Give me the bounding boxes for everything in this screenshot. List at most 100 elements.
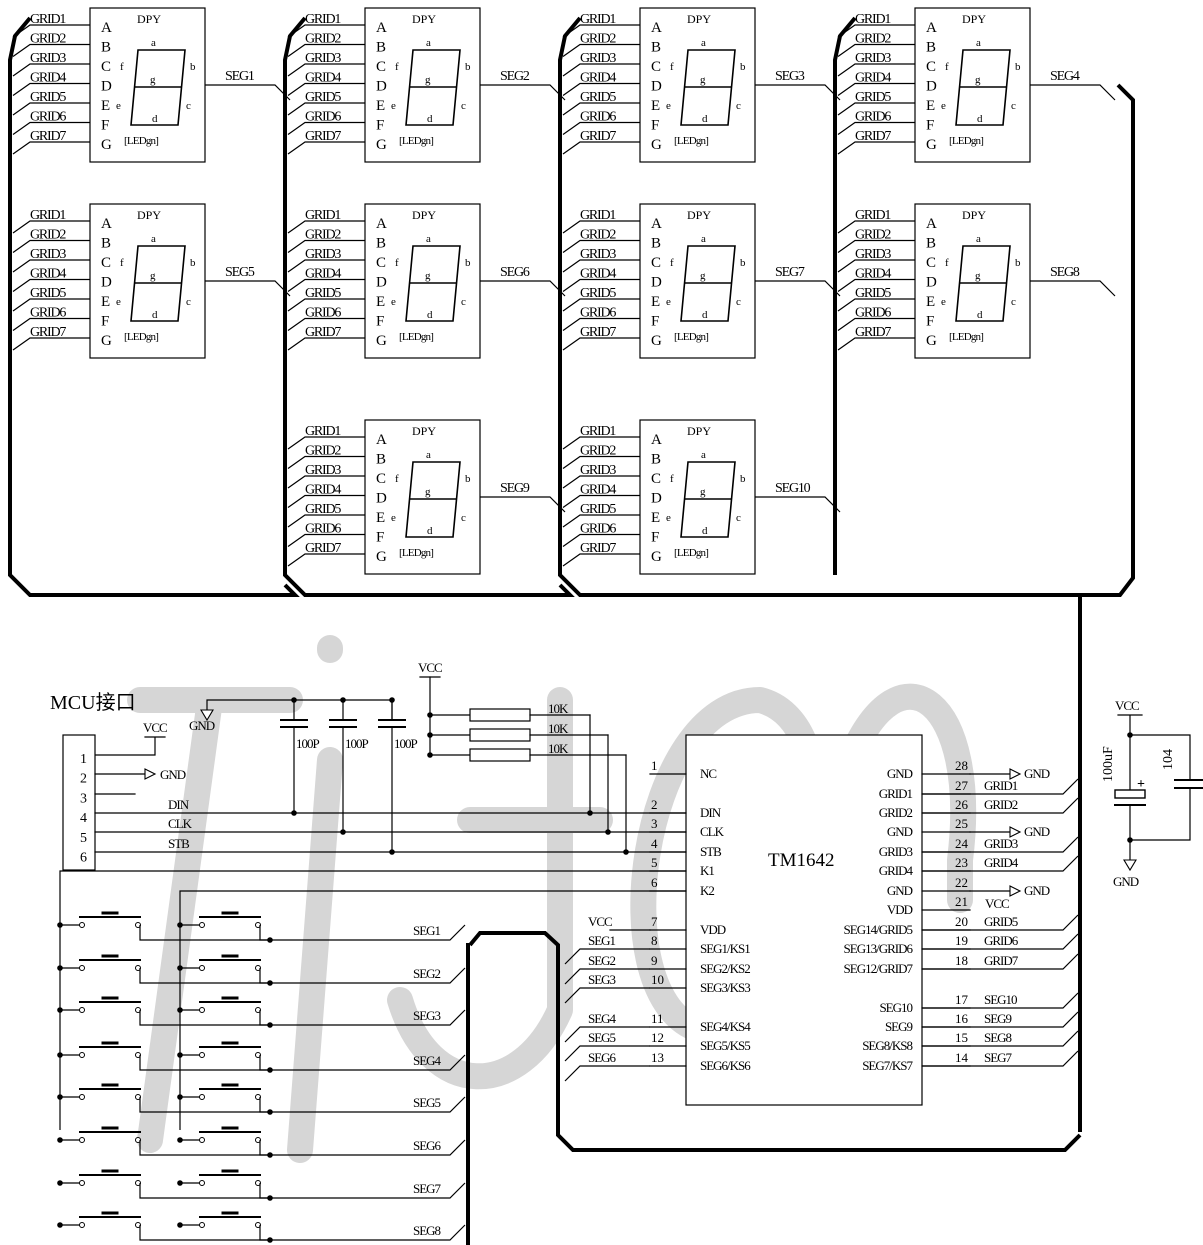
net-label: GND — [1024, 883, 1050, 898]
net-label: GRID1 — [984, 778, 1018, 793]
pin-name: GRID2 — [879, 805, 913, 820]
segment-letter: f — [120, 257, 124, 269]
segment-letter: e — [941, 296, 946, 308]
key-wire — [139, 1140, 150, 1156]
pin-name: SEG10 — [879, 1000, 912, 1015]
key-contact — [199, 1222, 205, 1228]
segment-letter: a — [701, 37, 706, 49]
pin-letter: F — [376, 314, 384, 330]
segment-letter: c — [461, 296, 466, 308]
pin-letter: C — [926, 59, 936, 75]
dpy-label: DPY — [412, 424, 436, 438]
vcc-label: VCC — [418, 660, 442, 675]
segment-letter: d — [702, 113, 708, 125]
grid-wire — [287, 259, 365, 273]
part-label: [LEDgn] — [674, 547, 708, 559]
seven-seg-box — [89, 203, 206, 359]
grid-wire — [837, 317, 915, 331]
dpy-label: DPY — [687, 12, 711, 26]
grid-label: GRID6 — [580, 522, 616, 537]
grid-label: GRID4 — [305, 483, 341, 498]
pin-number: 28 — [955, 758, 968, 773]
grid-bus-wire — [922, 797, 1079, 814]
grid-label: GRID1 — [855, 12, 891, 27]
grid-wire — [837, 337, 915, 351]
key-seg-wire — [150, 1096, 466, 1113]
pin-letter: A — [651, 432, 662, 448]
grid-label: GRID1 — [580, 12, 616, 27]
display-module: GRID1GRID2GRID3GRID4GRID5GRID6GRID7ABCDE… — [287, 419, 566, 575]
pin-letter: B — [926, 40, 936, 56]
pin-letter: F — [651, 118, 659, 134]
resistor — [469, 728, 531, 742]
pin-name: GRID1 — [879, 786, 913, 801]
grid-label: GRID6 — [855, 306, 891, 321]
resistor-label: 10K — [548, 721, 569, 736]
net-label: SEG8 — [984, 1030, 1012, 1045]
grid-bus-wire — [922, 933, 1079, 950]
pin-letter: C — [651, 471, 661, 487]
net-label: GRID2 — [984, 797, 1018, 812]
grid-label: GRID2 — [305, 228, 341, 243]
net-label: VCC — [588, 914, 612, 929]
pin-number: 18 — [955, 953, 968, 968]
key-seg-wire — [150, 967, 466, 984]
pin-letter: E — [651, 98, 660, 114]
dpy-label: DPY — [412, 12, 436, 26]
wire — [1129, 715, 1191, 780]
key-seg-label: SEG1 — [413, 923, 441, 938]
seven-seg-box — [364, 419, 481, 575]
grid-wire — [12, 278, 90, 292]
key-seg-wire — [150, 1182, 466, 1199]
display-module: GRID1GRID2GRID3GRID4GRID5GRID6GRID7ABCDE… — [562, 203, 841, 359]
grid-wire — [287, 514, 365, 528]
part-label: [LEDgn] — [674, 331, 708, 343]
grid-label: GRID3 — [30, 247, 66, 262]
key-wire — [139, 968, 150, 984]
grid-wire — [12, 298, 90, 312]
key-seg-wire — [150, 1054, 466, 1071]
grid-label: GRID1 — [580, 208, 616, 223]
grid-label: GRID7 — [855, 325, 891, 340]
pin-letter: C — [376, 255, 386, 271]
connector-pin-number: 2 — [80, 772, 87, 787]
key-switch — [57, 1041, 150, 1071]
grid-wire — [12, 102, 90, 116]
pin-letter: A — [651, 20, 662, 36]
grid-wire — [562, 239, 640, 253]
net-label: SEG5 — [588, 1030, 616, 1045]
pin-number: 6 — [651, 875, 658, 890]
pin-name: SEG6/KS6 — [700, 1058, 751, 1073]
grid-wire — [562, 24, 640, 38]
pin-letter: G — [101, 333, 112, 349]
grid-wire — [562, 278, 640, 292]
pin-name: NC — [700, 766, 716, 781]
segment-letter: g — [700, 486, 706, 498]
key-contact — [79, 965, 85, 971]
key-seg-label: SEG8 — [413, 1223, 441, 1238]
seg-label: SEG3 — [775, 69, 805, 84]
pin-letter: F — [651, 530, 659, 546]
key-switch — [177, 1126, 270, 1156]
pin-name: K2 — [700, 883, 714, 898]
segment-letter: c — [186, 296, 191, 308]
connector-pin-number: 3 — [80, 791, 87, 806]
resistor — [469, 708, 531, 722]
segment-letter: e — [666, 100, 671, 112]
seg-bus — [468, 931, 1082, 1152]
grid-label: GRID4 — [580, 267, 616, 282]
segment-letter: g — [700, 270, 706, 282]
pin-number: 4 — [651, 836, 658, 851]
segment-letter: a — [976, 233, 981, 245]
key-switch — [57, 1083, 150, 1113]
pin-letter: F — [926, 118, 934, 134]
grid-wire — [837, 43, 915, 57]
seven-seg-box — [914, 7, 1031, 163]
gnd-label: GND — [1113, 874, 1139, 889]
grid-wire — [562, 43, 640, 57]
grid-label: GRID4 — [580, 71, 616, 86]
grid-label: GRID2 — [305, 32, 341, 47]
grid-label: GRID6 — [580, 110, 616, 125]
seg-bus-wire — [564, 987, 650, 1004]
pin-letter: E — [926, 98, 935, 114]
